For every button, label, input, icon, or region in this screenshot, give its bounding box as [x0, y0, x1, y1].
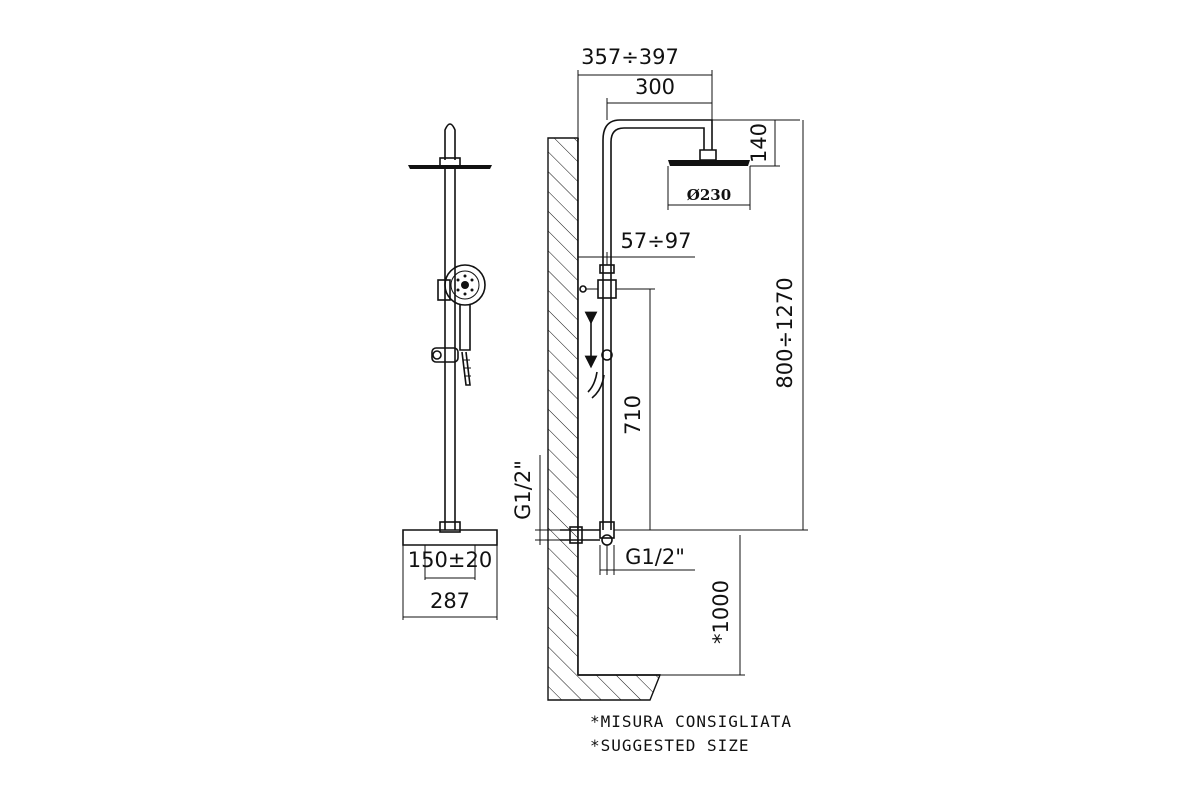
front-view: 150±20 287	[402, 123, 498, 620]
dim-head-drop: 140	[747, 123, 771, 163]
dim-arm-length: 300	[635, 75, 675, 99]
dim-inlet-left: G1/2"	[511, 460, 535, 520]
side-view-shower-head	[699, 149, 717, 161]
notes: *MISURA CONSIGLIATA *SUGGESTED SIZE	[590, 712, 792, 755]
dim-mixer-width: 287	[430, 589, 470, 613]
dim-top-width-range: 357÷397	[581, 45, 679, 69]
front-view-shower-head	[408, 165, 492, 169]
dim-floor-height: *1000	[709, 580, 733, 644]
note-english: *SUGGESTED SIZE	[590, 736, 750, 755]
front-view-riser-top	[444, 123, 456, 160]
dim-inlet-bottom: G1/2"	[625, 545, 685, 569]
side-view: 357÷397 300 140 Ø230 57÷97 800÷1270 710 …	[511, 45, 808, 701]
side-view-riser	[602, 119, 713, 530]
dim-wall-offset: 57÷97	[620, 229, 691, 253]
note-italian: *MISURA CONSIGLIATA	[590, 712, 792, 731]
front-view-mixer	[402, 521, 498, 620]
dim-slide-bar-length: 710	[621, 395, 645, 435]
dim-head-diameter: Ø230	[687, 186, 731, 204]
dim-total-height: 800÷1270	[773, 277, 797, 388]
front-view-slider	[437, 279, 451, 301]
dim-inlet-spacing: 150±20	[408, 548, 492, 572]
front-view-hand-shower	[444, 264, 486, 351]
